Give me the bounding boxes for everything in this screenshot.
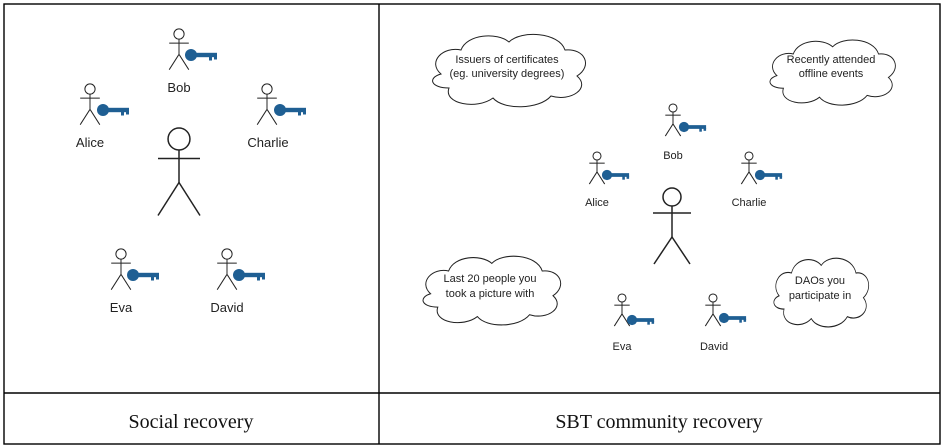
key-icon (626, 314, 655, 326)
person-bob: Bob (167, 28, 217, 95)
key-icon (274, 104, 306, 116)
person-label-alice-right: Alice (585, 197, 609, 209)
person-label-alice: Alice (76, 135, 104, 150)
person-eva: Eva (110, 248, 159, 315)
central-user-icon (653, 187, 691, 265)
person-icon (110, 248, 132, 290)
person-alice-right: Alice (585, 151, 630, 209)
person-icon (613, 293, 631, 327)
person-label-bob: Bob (167, 80, 190, 95)
person-label-bob-right: Bob (663, 150, 683, 162)
person-icon (664, 103, 682, 137)
outer-frame (3, 3, 941, 445)
person-icon (216, 248, 238, 290)
cloud-events-line-1: Recently attended (787, 54, 876, 66)
person-alice: Alice (76, 83, 129, 150)
person-icon (740, 151, 758, 185)
key-icon (233, 269, 265, 281)
person-charlie: Charlie (247, 83, 306, 150)
cloud-pictures-line-2: took a picture with (446, 288, 535, 300)
person-bob-right: Bob (663, 103, 707, 162)
person-label-eva-right: Eva (613, 341, 633, 353)
key-icon (185, 49, 217, 61)
person-icon (79, 83, 101, 125)
cloud-daos: DAOs you participate in (773, 257, 870, 328)
person-david: David (210, 248, 265, 315)
person-charlie-right: Charlie (732, 151, 783, 209)
cloud-daos-line-1: DAOs you (795, 275, 845, 287)
cloud-certificates: Issuers of certificates (eg. university … (432, 33, 587, 108)
cloud-pictures-line-1: Last 20 people you (444, 273, 537, 285)
cloud-certificates-line-2: (eg. university degrees) (450, 68, 565, 80)
person-icon (256, 83, 278, 125)
person-label-david: David (210, 300, 243, 315)
key-icon (678, 121, 707, 133)
person-eva-right: Eva (613, 293, 655, 353)
cloud-certificates-line-1: Issuers of certificates (455, 54, 559, 66)
person-icon (704, 293, 722, 327)
key-icon (127, 269, 159, 281)
cloud-events: Recently attended offline events (769, 39, 896, 106)
person-david-right: David (700, 293, 747, 353)
person-icon (168, 28, 190, 70)
key-icon (601, 169, 630, 181)
caption-sbt-community-recovery: SBT community recovery (555, 411, 762, 433)
person-label-charlie: Charlie (247, 135, 288, 150)
key-icon (754, 169, 783, 181)
cloud-events-line-2: offline events (799, 68, 864, 80)
person-label-charlie-right: Charlie (732, 197, 767, 209)
cloud-pictures: Last 20 people you took a picture with (422, 255, 562, 326)
caption-social-recovery: Social recovery (129, 411, 254, 433)
cloud-daos-line-2: participate in (789, 290, 851, 302)
person-icon (588, 151, 606, 185)
person-label-eva: Eva (110, 300, 133, 315)
person-label-david-right: David (700, 341, 728, 353)
central-user-icon (157, 127, 201, 216)
key-icon (718, 312, 747, 324)
key-icon (97, 104, 129, 116)
